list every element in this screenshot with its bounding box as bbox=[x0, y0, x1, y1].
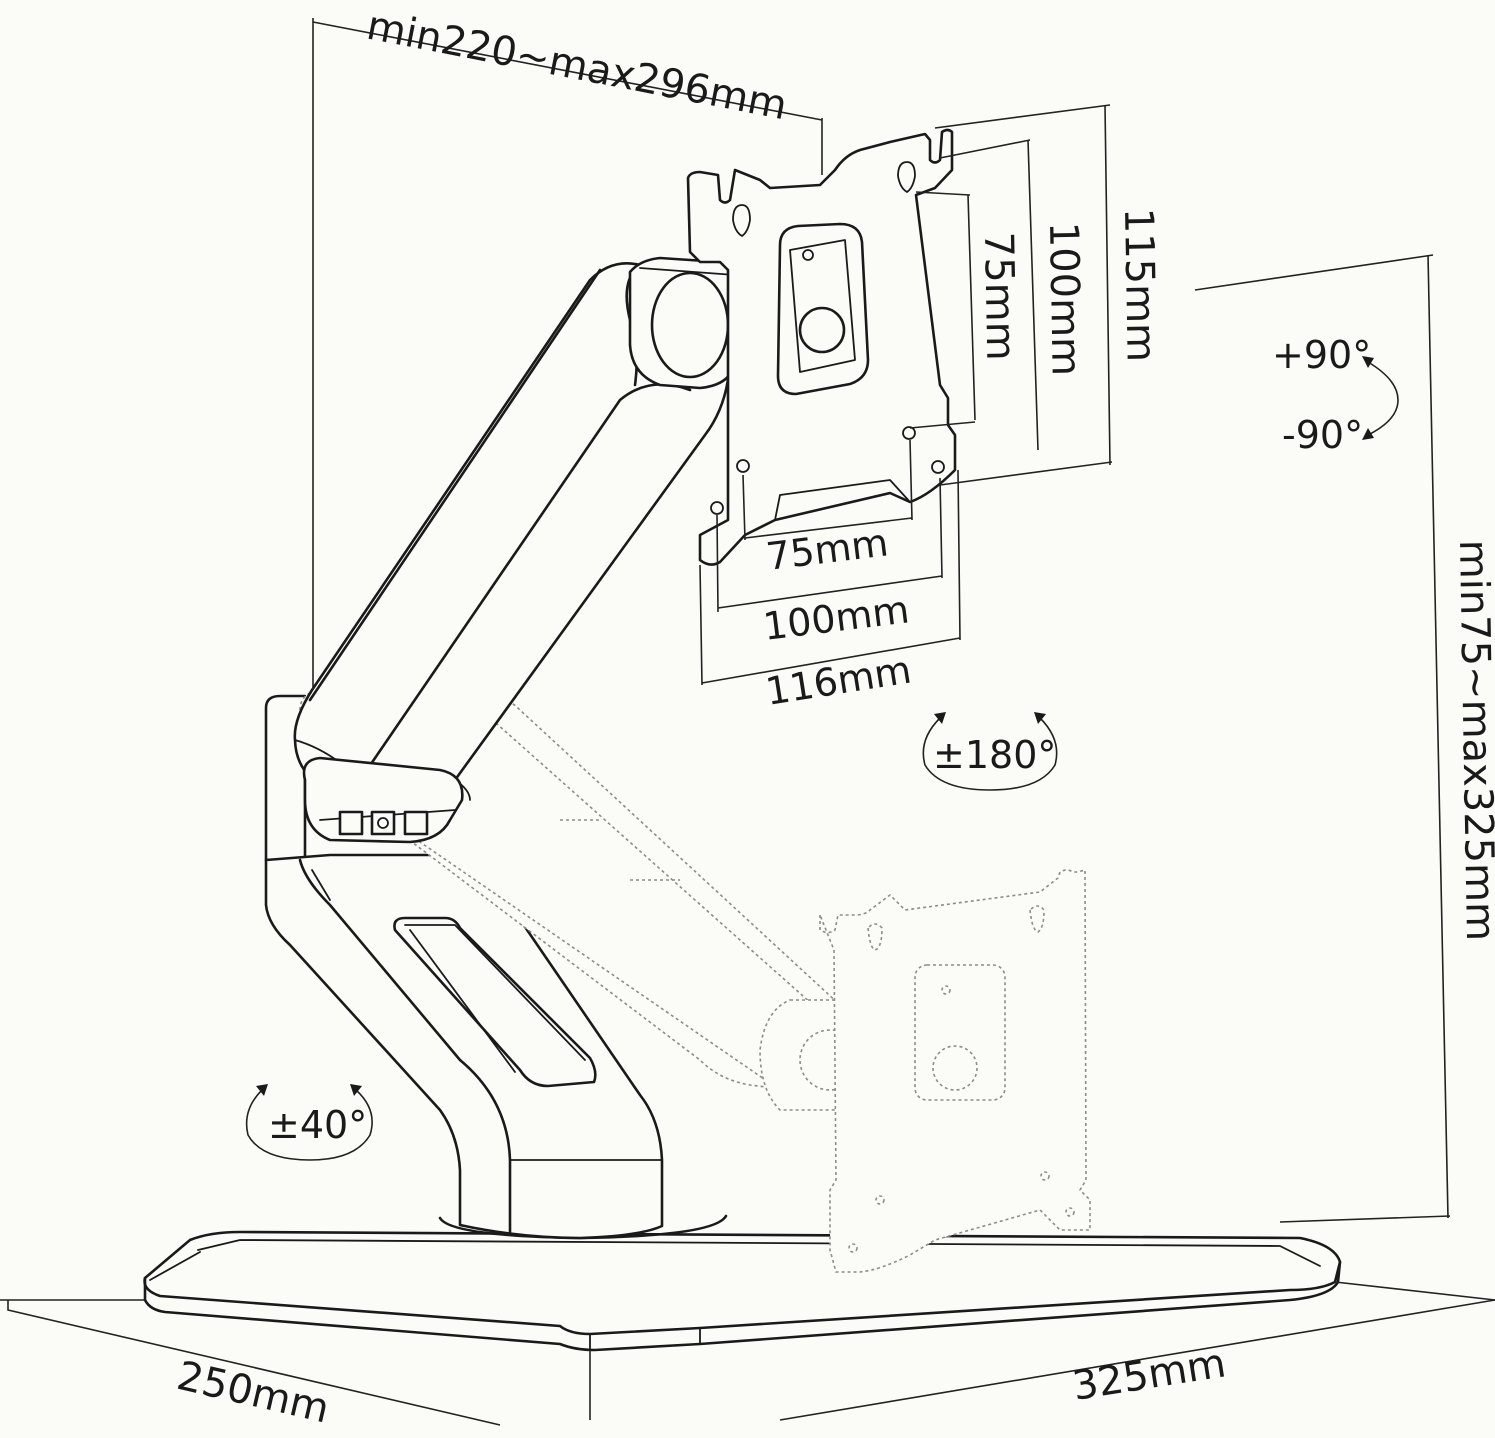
rotation-indicators bbox=[245, 356, 1399, 1161]
tilt-down-label: -90° bbox=[1282, 413, 1363, 457]
plate-height-outer-label: 115mm bbox=[1115, 207, 1164, 362]
plate-height-mid-label: 100mm bbox=[1040, 221, 1089, 376]
gas-spring-arm bbox=[293, 256, 738, 844]
base-swivel-label: ±40° bbox=[268, 1103, 367, 1147]
base-depth-label: 250mm bbox=[173, 1353, 334, 1433]
desk-base bbox=[143, 1214, 1342, 1352]
plate-width-inner-label: 75mm bbox=[764, 520, 891, 579]
base-width-label: 325mm bbox=[1069, 1340, 1229, 1410]
arm-reach-label: min220~max296mm bbox=[363, 3, 791, 130]
rotation-labels: +90° -90° ±180° ±40° bbox=[268, 333, 1371, 1147]
dimension-lines bbox=[0, 18, 1495, 1426]
swivel-label: ±180° bbox=[933, 733, 1056, 777]
tilt-up-label: +90° bbox=[1272, 333, 1371, 377]
vesa-plate bbox=[686, 128, 957, 566]
plate-width-outer-label: 116mm bbox=[763, 648, 915, 714]
plate-height-inner-label: 75mm bbox=[975, 231, 1023, 361]
plate-width-mid-label: 100mm bbox=[761, 587, 912, 649]
height-range-label: min75~max325mm bbox=[1450, 539, 1495, 941]
